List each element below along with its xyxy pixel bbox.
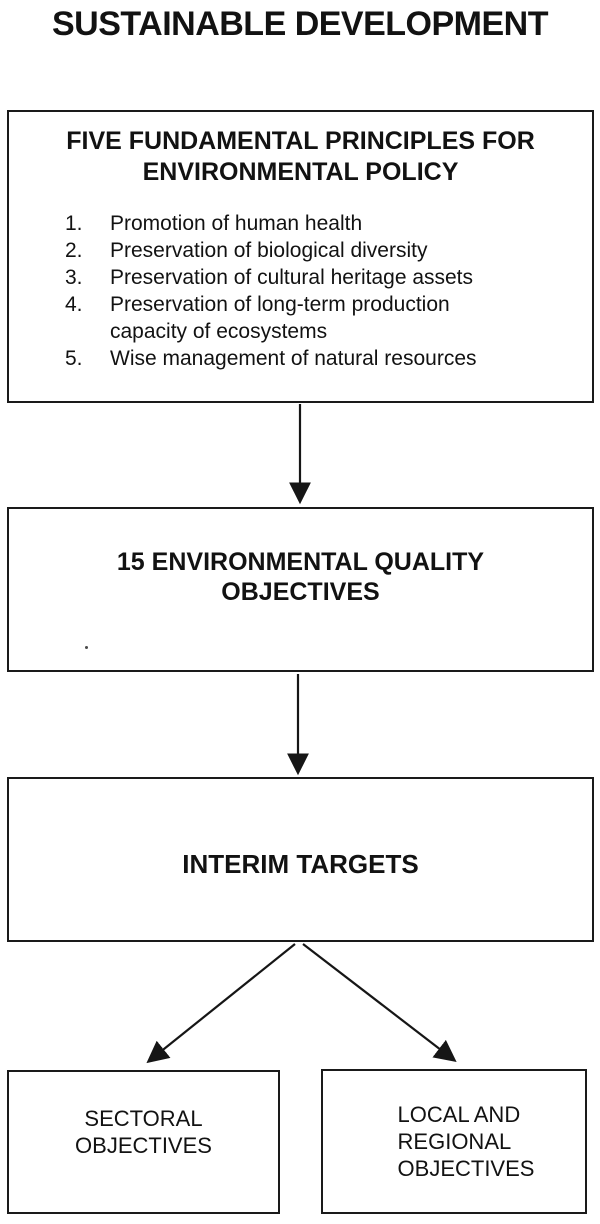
principles-heading: FIVE FUNDAMENTAL PRINCIPLES FOR ENVIRONM… xyxy=(66,127,535,186)
scan-speck xyxy=(85,646,88,649)
list-item-text: Preservation of biological diversity xyxy=(110,239,428,262)
diagram-title: SUSTAINABLE DEVELOPMENT xyxy=(51,5,549,43)
interim-targets-box: INTERIM TARGETS xyxy=(7,777,594,942)
list-item: 1. Promotion of human health xyxy=(65,210,572,237)
list-item-text: Preservation of cultural heritage assets xyxy=(110,266,474,289)
sectoral-objectives-label: SECTORAL OBJECTIVES xyxy=(75,1106,212,1158)
list-item-number: 4. xyxy=(65,293,83,316)
list-item: 4. Preservation of long-term production … xyxy=(65,291,572,345)
list-item-text: Promotion of human health xyxy=(110,212,363,235)
local-regional-objectives-box: LOCAL AND REGIONAL OBJECTIVES xyxy=(321,1069,587,1214)
arrow-interim-to-sectoral xyxy=(146,943,296,1064)
interim-targets-label: INTERIM TARGETS xyxy=(182,849,419,879)
quality-objectives-label: 15 ENVIRONMENTAL QUALITY OBJECTIVES xyxy=(116,547,485,606)
local-regional-objectives-label: LOCAL AND REGIONAL OBJECTIVES xyxy=(397,1102,535,1181)
list-item: 5. Wise management of natural resources xyxy=(65,345,572,372)
quality-objectives-box: 15 ENVIRONMENTAL QUALITY OBJECTIVES xyxy=(7,507,594,672)
principles-list: 1. Promotion of human health 2. Preserva… xyxy=(9,210,592,372)
principles-box: FIVE FUNDAMENTAL PRINCIPLES FOR ENVIRONM… xyxy=(7,110,594,403)
sectoral-objectives-box: SECTORAL OBJECTIVES xyxy=(7,1070,280,1214)
list-item-text: Preservation of long-term production cap… xyxy=(110,293,450,343)
list-item-number: 1. xyxy=(65,212,83,235)
list-item-number: 5. xyxy=(65,347,83,370)
list-item-number: 3. xyxy=(65,266,83,289)
list-item: 3. Preservation of cultural heritage ass… xyxy=(65,264,572,291)
list-item-text: Wise management of natural resources xyxy=(110,347,477,370)
list-item: 2. Preservation of biological diversity xyxy=(65,237,572,264)
arrow-interim-to-local-regional xyxy=(302,943,457,1063)
list-item-number: 2. xyxy=(65,239,83,262)
